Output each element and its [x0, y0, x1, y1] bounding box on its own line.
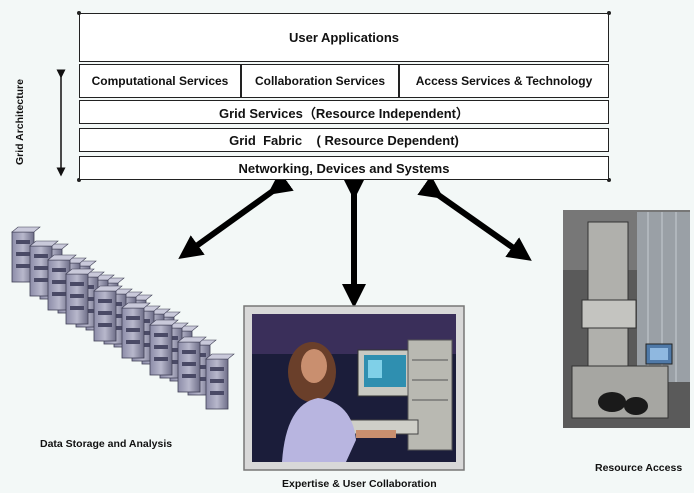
corner-dot — [607, 11, 611, 15]
server-rack-icon — [11, 226, 235, 410]
workstation-photo-icon — [243, 305, 465, 471]
double-arrow-icon — [178, 171, 294, 260]
microscope-photo-icon — [563, 210, 690, 428]
grid-fabric-label: Grid Fabric ( Resource Dependent) — [229, 132, 459, 148]
computational-services-box: Computational Services — [79, 64, 241, 98]
collaboration-services-box: Collaboration Services — [241, 64, 399, 98]
networking-layer: Networking, Devices and Systems — [79, 156, 609, 180]
computational-services-label: Computational Services — [91, 74, 229, 88]
user-applications-layer: User Applications — [79, 13, 609, 62]
grid-architecture-label: Grid Architecture — [14, 79, 26, 165]
user-applications-label: User Applications — [288, 30, 400, 45]
data-storage-caption: Data Storage and Analysis — [40, 438, 173, 450]
collaboration-services-label: Collaboration Services — [254, 74, 386, 88]
corner-dot — [77, 178, 81, 182]
access-services-label: Access Services & Technology — [415, 74, 593, 88]
networking-label: Networking, Devices and Systems — [238, 160, 450, 176]
double-arrow-icon — [417, 175, 532, 261]
grid-fabric-layer: Grid Fabric ( Resource Dependent) — [79, 128, 609, 152]
grid-services-layer: Grid Services（Resource Independent） — [79, 100, 609, 124]
access-services-box: Access Services & Technology — [399, 64, 609, 98]
expertise-caption: Expertise & User Collaboration — [282, 478, 437, 490]
grid-services-label: Grid Services（Resource Independent） — [219, 105, 469, 121]
corner-dot — [77, 11, 81, 15]
corner-dot — [607, 178, 611, 182]
resource-access-caption: Resource Access — [595, 462, 683, 474]
